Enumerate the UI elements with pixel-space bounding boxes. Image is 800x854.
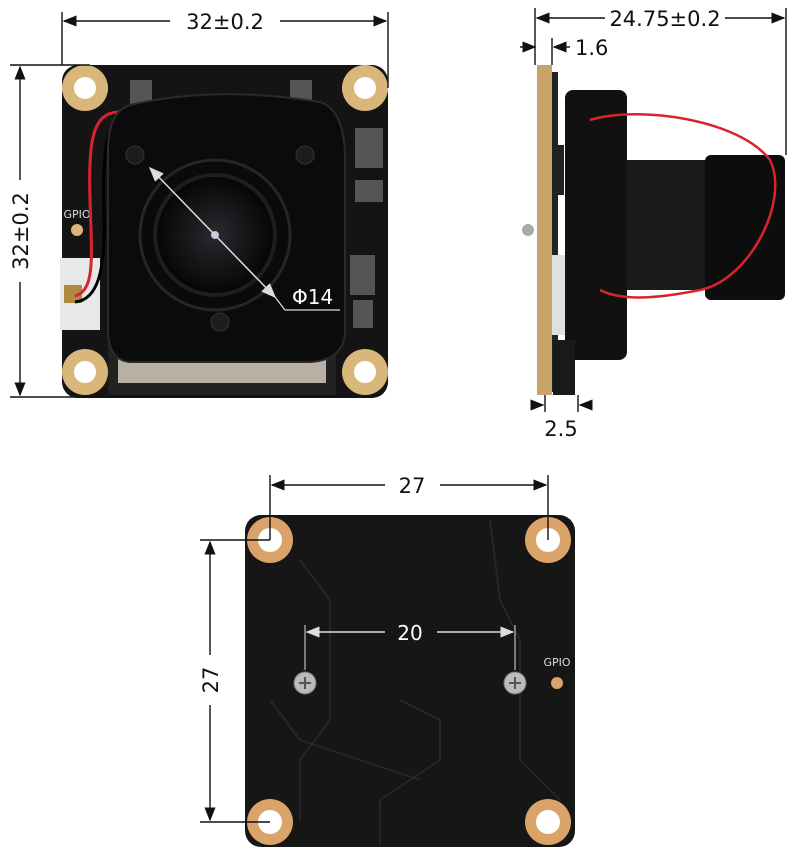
screw-spacing-label: 20 <box>397 621 422 645</box>
front-height-label: 32±0.2 <box>9 192 33 270</box>
side-lens-barrel <box>627 160 707 290</box>
traces <box>269 519 561 845</box>
back-gpio-label: GPIO <box>543 656 570 669</box>
side-depth-label: 24.75±0.2 <box>609 7 720 31</box>
lens-diameter-arrow <box>148 166 277 299</box>
gpio-pad <box>71 224 83 236</box>
side-red-wire <box>589 113 777 299</box>
back-height-label: 27 <box>199 667 223 694</box>
red-wire <box>74 110 126 298</box>
back-view: GPIO 20 27 27 <box>199 474 575 847</box>
back-gpio-pad <box>551 677 563 689</box>
screw <box>295 145 315 165</box>
side-lens-holder <box>565 90 627 360</box>
gpio-label: GPIO <box>63 208 90 221</box>
side-view: 24.75±0.2 1.6 2.5 <box>520 7 787 441</box>
screw <box>125 145 145 165</box>
screw <box>210 312 230 332</box>
back-width-label: 27 <box>399 474 426 498</box>
connector-offset-label: 2.5 <box>544 417 577 441</box>
front-width-label: 32±0.2 <box>186 10 264 34</box>
mounting-pads <box>62 65 388 395</box>
pcb-thickness-label: 1.6 <box>575 36 608 60</box>
side-lens-front <box>705 155 785 300</box>
front-view: GPIO Φ14 32±0.2 32±0.2 <box>9 10 389 398</box>
lens-diameter-label: Φ14 <box>292 285 333 309</box>
pcb-edge <box>537 65 552 395</box>
